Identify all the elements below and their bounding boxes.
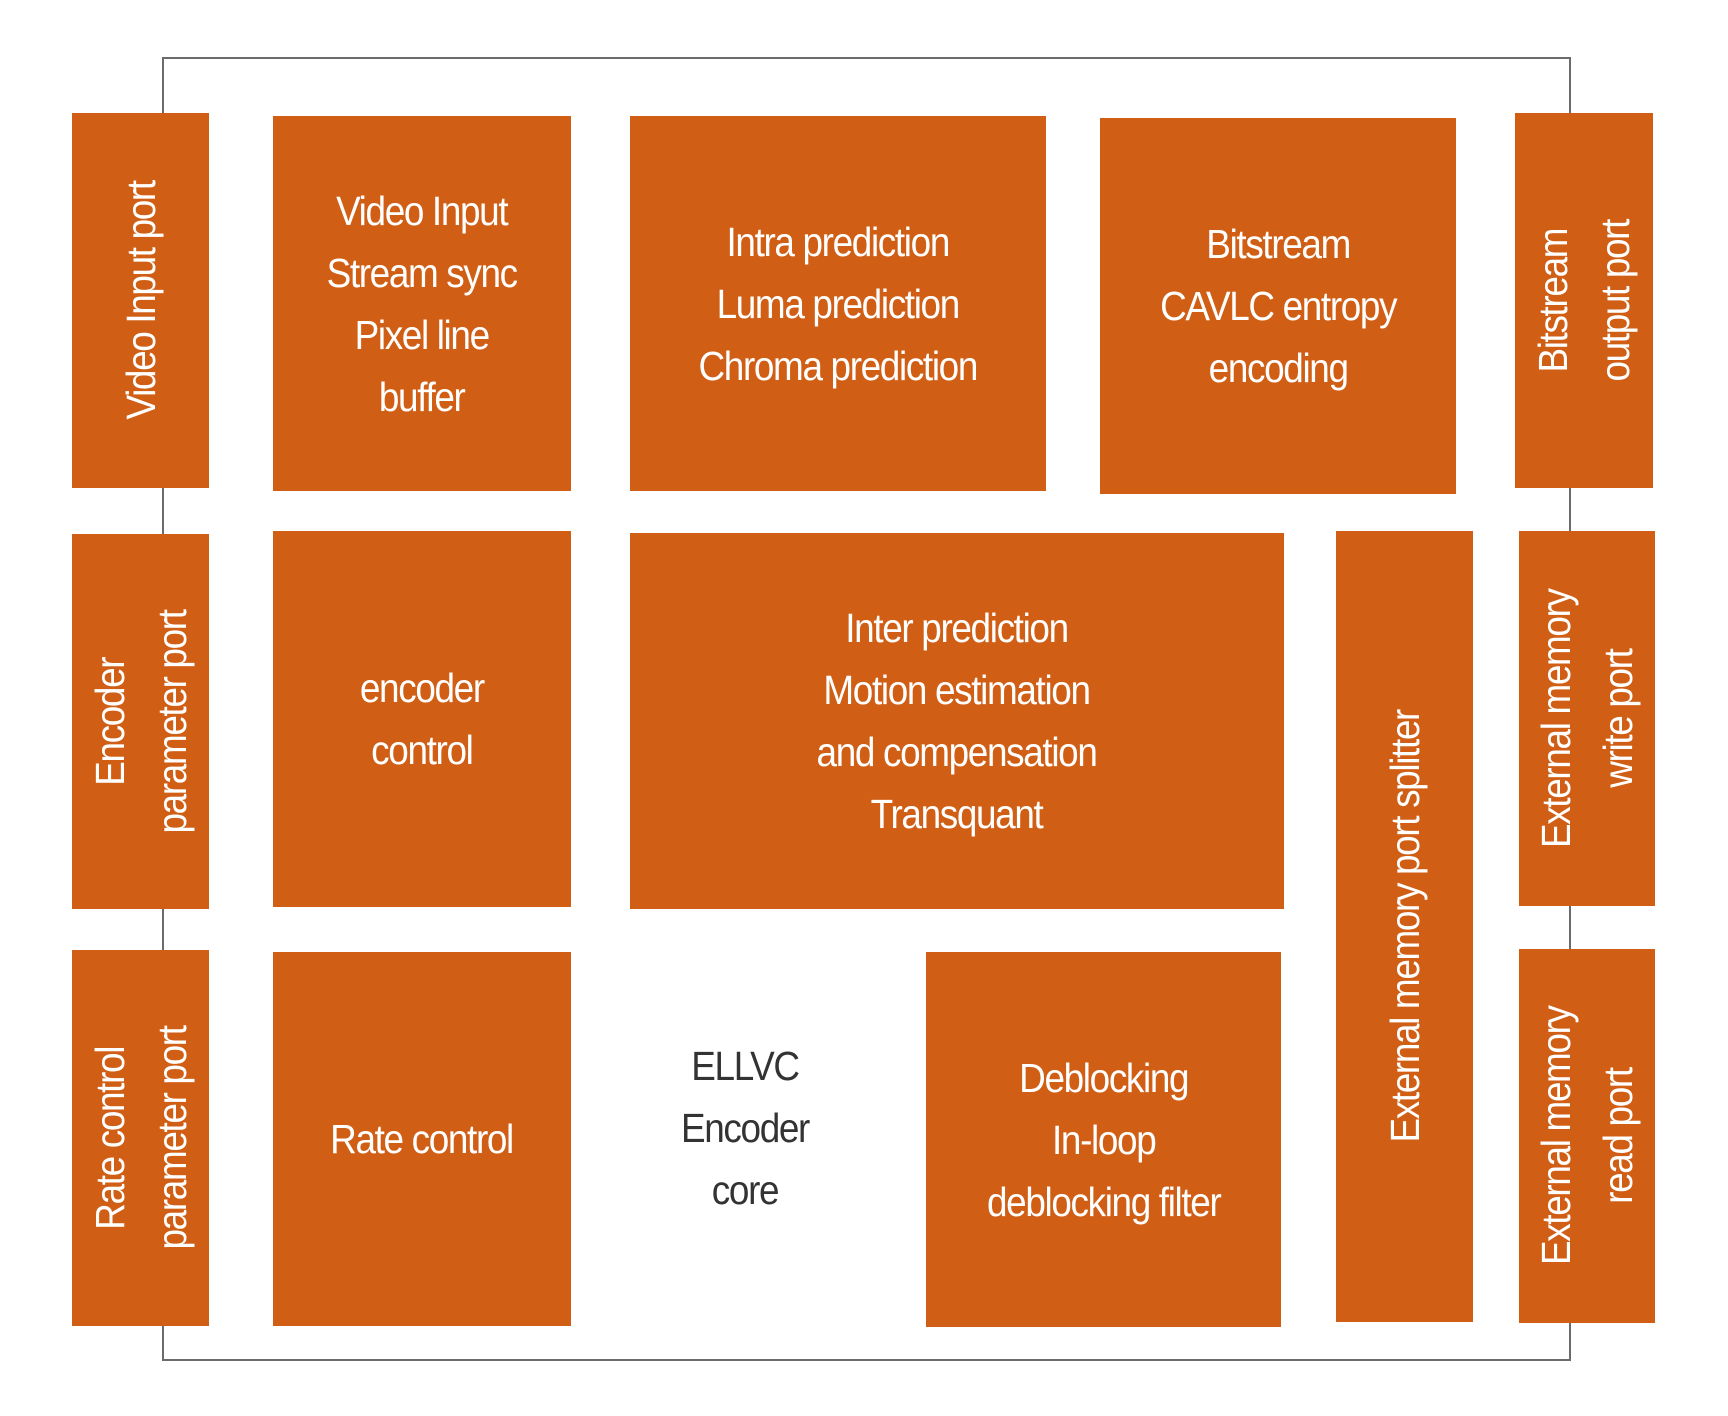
intra-prediction-label: Intra prediction Luma prediction Chroma … xyxy=(698,218,979,389)
encoder-parameter-port: Encoder parameter port xyxy=(72,534,209,909)
external-memory-write-port: External memory write port xyxy=(1519,531,1655,906)
deblocking-label: Deblocking In-loop deblocking filter xyxy=(986,1054,1222,1225)
encoder-control-label: encoder control xyxy=(360,665,485,773)
bitstream-output-port: Bitstream output port xyxy=(1515,113,1653,488)
bitstream-output-port-label: Bitstream output port xyxy=(1530,219,1638,382)
intra-prediction-block: Intra prediction Luma prediction Chroma … xyxy=(630,116,1046,491)
core-label: ELLVC Encoder core xyxy=(681,1043,810,1213)
video-input-block-label: Video Input Stream sync Pixel line buffe… xyxy=(326,187,519,420)
external-memory-write-port-label: External memory write port xyxy=(1533,589,1641,848)
inter-prediction-label: Inter prediction Motion estimation and c… xyxy=(817,605,1098,837)
memory-port-splitter-block: External memory port splitter xyxy=(1336,531,1473,1322)
bitstream-label: Bitstream CAVLC entropy encoding xyxy=(1159,221,1397,391)
rate-control-label: Rate control xyxy=(330,1116,515,1162)
encoder-control-block: encoder control xyxy=(273,531,571,907)
inter-prediction-block: Inter prediction Motion estimation and c… xyxy=(630,533,1284,909)
memory-port-splitter-label: External memory port splitter xyxy=(1381,710,1428,1143)
rate-control-block: Rate control xyxy=(273,952,571,1326)
video-input-port-label: Video Input port xyxy=(117,181,164,420)
video-input-block: Video Input Stream sync Pixel line buffe… xyxy=(273,116,571,491)
video-input-port: Video Input port xyxy=(72,113,209,488)
deblocking-block: Deblocking In-loop deblocking filter xyxy=(926,952,1281,1327)
rate-control-parameter-port: Rate control parameter port xyxy=(72,950,209,1326)
external-memory-read-port-label: External memory read port xyxy=(1533,1006,1641,1266)
encoder-parameter-port-label: Encoder parameter port xyxy=(86,609,195,834)
rate-control-parameter-port-label: Rate control parameter port xyxy=(86,1026,195,1250)
bitstream-block: Bitstream CAVLC entropy encoding xyxy=(1100,118,1456,494)
external-memory-read-port: External memory read port xyxy=(1519,949,1655,1323)
